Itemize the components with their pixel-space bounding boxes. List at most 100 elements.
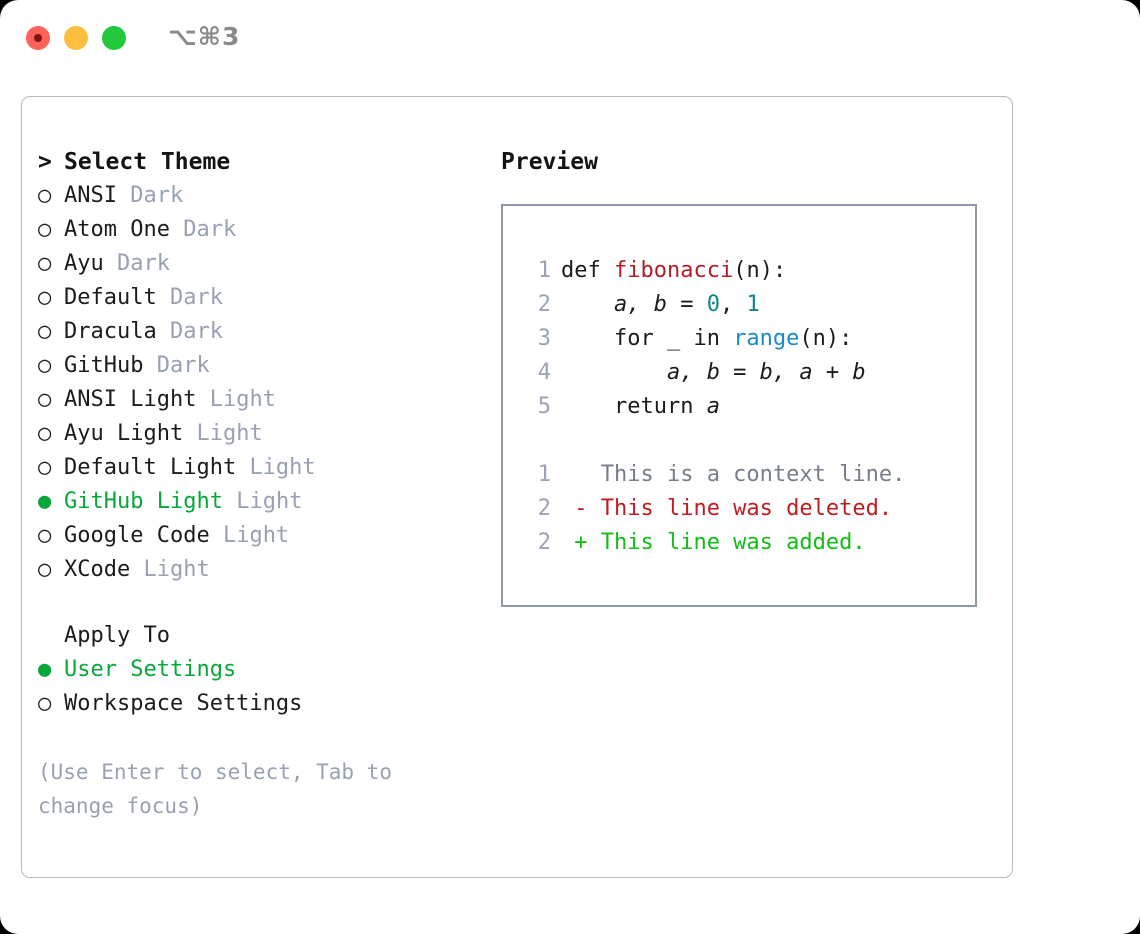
theme-variant-badge: Dark [169, 285, 223, 310]
theme-option-label: GitHub [64, 353, 144, 378]
apply-to-section: Apply To ● User Settings ○ Workspace Settin… [38, 619, 490, 721]
radio-unselected-icon: ○ [38, 353, 52, 378]
code-token-call: range [733, 326, 800, 351]
code-line: 3 for _ in range(n): [503, 322, 975, 356]
line-number: 2 [537, 292, 551, 317]
diff-sample: 1 This is a context line.2 - This line w… [503, 458, 975, 560]
close-button[interactable] [26, 26, 50, 50]
code-token-var: a, b = [561, 292, 707, 317]
code-token-fn: fibonacci [613, 258, 734, 283]
diff-line-context: 1 This is a context line. [503, 458, 975, 492]
theme-option-dracula[interactable]: ○ Dracula Dark [38, 315, 490, 349]
diff-line-text: - This line was deleted. [561, 496, 893, 521]
radio-unselected-icon: ○ [38, 523, 52, 548]
radio-unselected-icon: ○ [38, 251, 52, 276]
theme-variant-badge: Light [143, 557, 210, 582]
theme-option-label: Atom One [64, 217, 170, 242]
radio-unselected-icon: ○ [38, 455, 52, 480]
diff-line-text: This is a context line. [561, 462, 906, 487]
code-token-plain: (n): [733, 258, 787, 283]
code-diff-separator [503, 424, 975, 458]
diff-line-added: 2 + This line was added. [503, 526, 975, 560]
theme-options-list: ○ANSI Dark○Atom One Dark○Ayu Dark○Defaul… [38, 179, 490, 587]
theme-variant-badge: Light [222, 523, 290, 548]
theme-variant-badge: Light [209, 387, 276, 412]
line-number: 3 [537, 326, 551, 351]
radio-unselected-icon: ○ [38, 319, 52, 344]
theme-variant-badge: Dark [169, 319, 223, 344]
theme-option-google-code[interactable]: ○Google Code Light [38, 519, 490, 553]
theme-option-label: Ayu Light [64, 421, 184, 446]
theme-variant-badge: Dark [130, 183, 184, 208]
apply-to-option-workspace-settings[interactable]: ○ Workspace Settings [38, 687, 490, 721]
minimize-button[interactable] [64, 26, 88, 50]
theme-list-column: >Select Theme ○ANSI Dark○Atom One Dark○A… [38, 145, 490, 823]
apply-to-options: ● User Settings ○ Workspace Settings [38, 653, 490, 721]
radio-unselected-icon: ○ [38, 557, 52, 582]
prompt-marker-icon: > [38, 149, 52, 175]
preview-title: Preview [501, 149, 598, 175]
code-token-plain: for _ in [561, 326, 734, 351]
theme-option-xcode[interactable]: ○ XCode Light [38, 553, 490, 587]
code-token-plain: , [719, 292, 747, 317]
code-token-plain: (n): [799, 326, 853, 351]
theme-option-ayu[interactable]: ○Ayu Dark [38, 247, 490, 281]
theme-list-title: Select Theme [64, 149, 231, 175]
diff-line-deleted: 2 - This line was deleted. [503, 492, 975, 526]
line-number: 2 [537, 530, 551, 555]
theme-variant-badge: Light [196, 421, 263, 446]
code-line: 2 a, b = 0, 1 [503, 288, 975, 322]
main-panel: >Select Theme ○ANSI Dark○Atom One Dark○A… [21, 96, 1013, 878]
line-number: 2 [537, 496, 551, 521]
theme-option-github-light[interactable]: ● GitHub Light Light [38, 485, 490, 519]
theme-option-atom-one[interactable]: ○ Atom One Dark [38, 213, 490, 247]
title-bar: ⌥⌘3 [0, 0, 1140, 78]
apply-to-option-label: User Settings [64, 657, 237, 682]
radio-unselected-icon: ○ [38, 691, 52, 716]
theme-option-ayu-light[interactable]: ○ Ayu Light Light [38, 417, 490, 451]
diff-line-text: + This line was added. [561, 530, 866, 555]
theme-option-default[interactable]: ○Default Dark [38, 281, 490, 315]
theme-variant-badge: Light [249, 455, 316, 480]
theme-variant-badge: Dark [183, 217, 237, 242]
theme-option-label: XCode [64, 557, 131, 582]
code-token-var: a [706, 394, 720, 419]
theme-option-label: ANSI [64, 183, 117, 208]
theme-option-label: Default [64, 285, 157, 310]
apply-to-option-label: Workspace Settings [64, 691, 303, 716]
theme-option-label: Ayu [64, 251, 104, 276]
maximize-button[interactable] [102, 26, 126, 50]
code-line: 1 def fibonacci(n): [503, 254, 975, 288]
theme-option-ansi-light[interactable]: ○ ANSI Light Light [38, 383, 490, 417]
keyboard-hint-text: (Use Enter to select, Tab to change focu… [38, 760, 393, 818]
code-token-num: 1 [746, 292, 760, 317]
theme-option-label: Dracula [64, 319, 157, 344]
radio-selected-icon: ● [38, 489, 52, 514]
theme-option-label: Default Light [64, 455, 237, 480]
code-token-kw: def [561, 258, 614, 283]
radio-selected-icon: ● [38, 657, 52, 682]
radio-unselected-icon: ○ [38, 421, 52, 446]
code-line: 5 return a [503, 390, 975, 424]
theme-option-github[interactable]: ○ GitHub Dark [38, 349, 490, 383]
line-number: 5 [537, 394, 551, 419]
theme-variant-badge: Dark [156, 353, 210, 378]
theme-option-ansi[interactable]: ○ANSI Dark [38, 179, 490, 213]
radio-unselected-icon: ○ [38, 217, 52, 242]
theme-option-default-light[interactable]: ○ Default Light Light [38, 451, 490, 485]
radio-unselected-icon: ○ [38, 387, 52, 412]
apply-to-option-user-settings[interactable]: ● User Settings [38, 653, 490, 687]
line-number: 1 [537, 258, 551, 283]
code-line: 4 a, b = b, a + b [503, 356, 975, 390]
apply-to-title: Apply To [64, 623, 170, 648]
code-token-var: a, b = b, a + b [561, 360, 866, 385]
keyboard-shortcut-label: ⌥⌘3 [168, 22, 241, 51]
theme-option-label: GitHub Light [64, 489, 223, 514]
theme-variant-badge: Light [236, 489, 303, 514]
window-controls [26, 26, 126, 50]
code-token-num: 0 [706, 292, 720, 317]
theme-option-label: ANSI Light [64, 387, 197, 412]
